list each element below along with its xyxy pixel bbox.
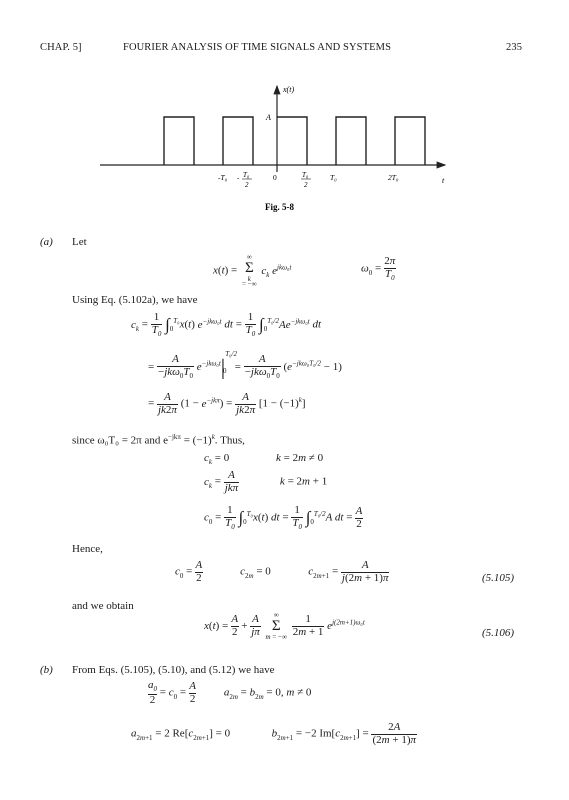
tick-label-2T0: 2T₀ <box>388 173 399 182</box>
tick-label-neg-T0: -T₀ <box>218 173 228 182</box>
svg-text:-: - <box>237 174 240 182</box>
running-title: FOURIER ANALYSIS OF TIME SIGNALS AND SYS… <box>123 42 392 53</box>
eq-a-b-odd: a2m+1 = 2 Re[c2m+1] = 0 b2m+1 = −2 Im[c2… <box>131 721 417 746</box>
equation-number-5-106: (5.106) <box>482 627 515 639</box>
using-text: Using Eq. (5.102a), we have <box>72 294 198 306</box>
t-axis-label: t <box>442 176 445 185</box>
tick-label-half-T0: T₀ 2 <box>301 171 311 189</box>
equation-number-5-105: (5.105) <box>482 572 515 584</box>
svg-text:2: 2 <box>304 181 308 189</box>
hence-text: Hence, <box>72 543 103 555</box>
part-b-text: From Eqs. (5.105), (5.10), and (5.12) we… <box>72 664 275 676</box>
eq-ck-zero: ck = 0 k = 2m ≠ 0 <box>204 452 324 467</box>
svg-text:T₀: T₀ <box>243 171 250 179</box>
page-number: 235 <box>506 42 523 53</box>
tick-label-T0: T₀ <box>330 173 337 182</box>
svg-text:T₀: T₀ <box>302 171 309 179</box>
eq-ck-step2: = A−jkω0T0 e−jkω₀t|T₀/20 = A−jkω0T0 (e−j… <box>148 350 342 381</box>
tick-label-zero: 0 <box>273 173 277 182</box>
amplitude-label: A <box>265 113 271 122</box>
figure-caption: Fig. 5-8 <box>265 202 294 212</box>
tick-label-neg-half-T0: T₀ 2- <box>237 171 252 189</box>
since-text: since ω₀T₀ = 2π and e−jkπ = (−1)k. Thus, <box>72 433 245 447</box>
chapter-label: CHAP. 5] <box>40 42 82 53</box>
square-wave-figure: x(t) A t -T₀ T₀2- 0 T₀2 T₀ 2T₀ Fig. 5-8 <box>100 84 447 212</box>
obtain-text: and we obtain <box>72 600 134 612</box>
svg-text:2: 2 <box>245 181 249 189</box>
part-b-label: (b) <box>40 664 53 676</box>
let-text: Let <box>72 236 87 248</box>
part-a-label: (a) <box>40 236 53 248</box>
y-axis-label: x(t) <box>282 85 294 94</box>
